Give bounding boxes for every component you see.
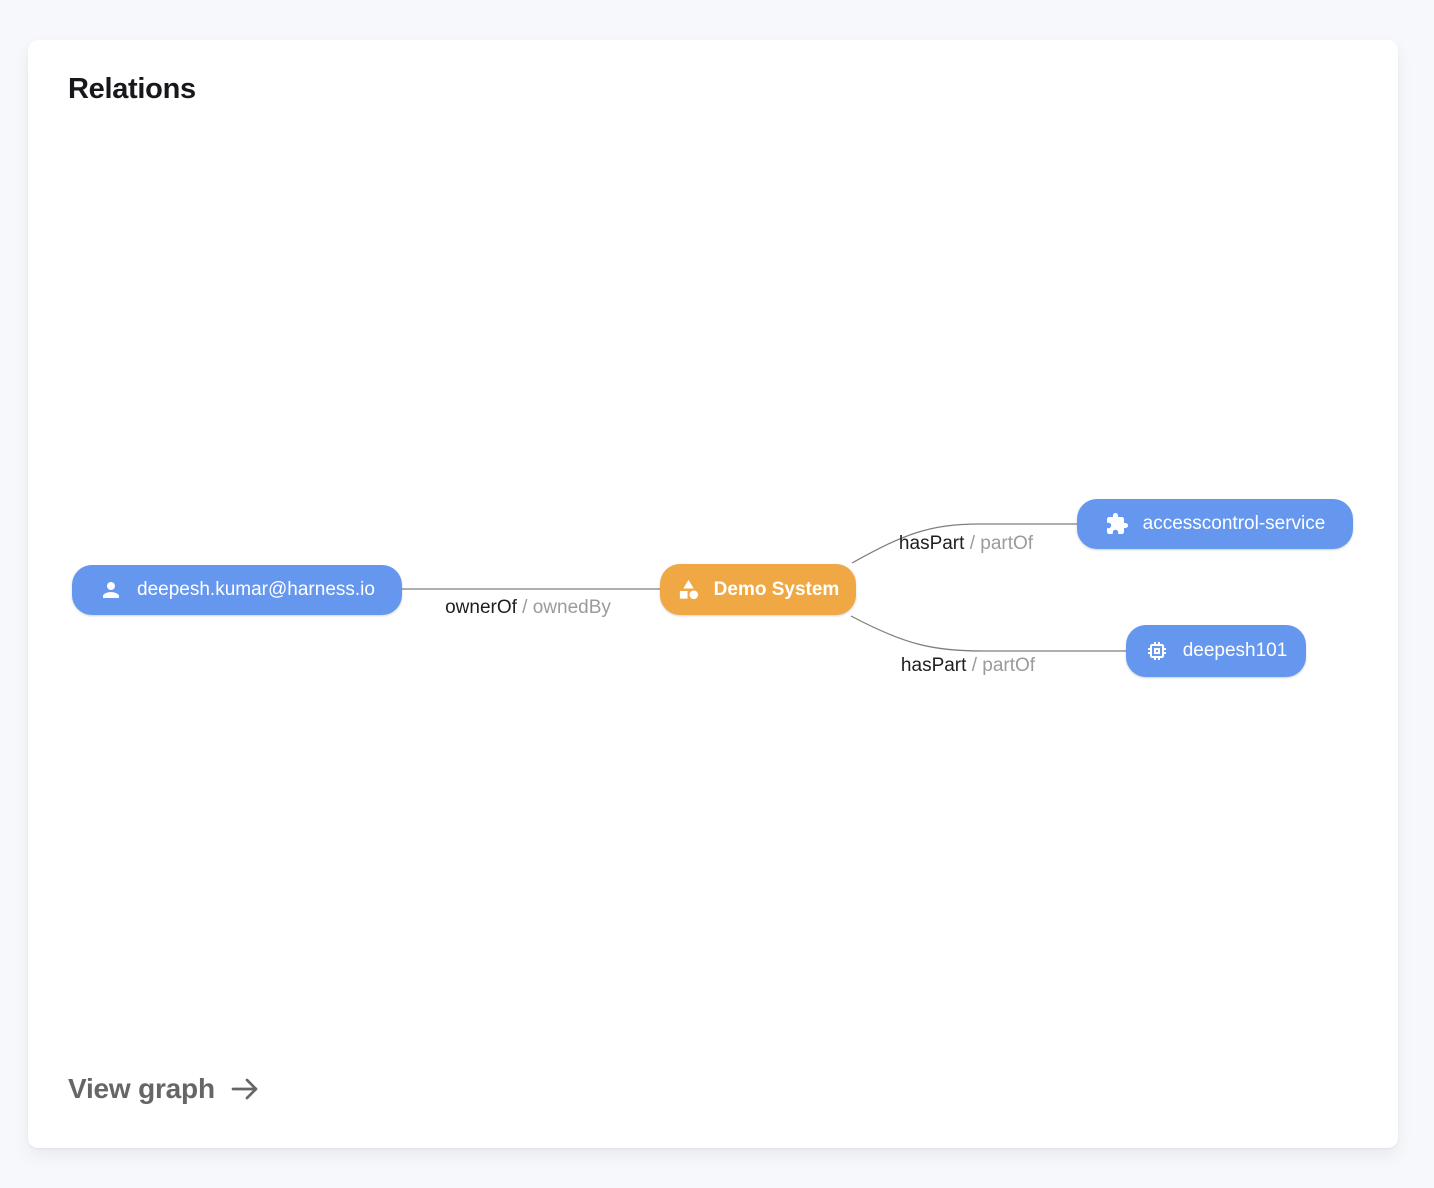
person-icon <box>99 578 123 602</box>
edge-label-separator: / <box>516 597 533 618</box>
edge-label-haspart-bottom: hasPart / partOf <box>901 654 1035 678</box>
arrow-right-icon <box>229 1073 261 1105</box>
node-label: accesscontrol-service <box>1142 513 1326 534</box>
edge-label-primary: hasPart <box>898 533 965 554</box>
node-label: deepesh.kumar@harness.io <box>137 579 375 600</box>
edge-label-ownerof: ownerOf / ownedBy <box>445 596 611 620</box>
page-title: Relations <box>68 73 196 105</box>
edge-label-primary: ownerOf <box>445 597 517 618</box>
edge-label-separator: / <box>964 533 981 554</box>
node-deepesh101[interactable]: deepesh101 <box>1126 625 1306 677</box>
view-graph-label: View graph <box>68 1073 215 1104</box>
edge-system-to-service <box>851 523 1077 564</box>
edge-label-secondary: partOf <box>980 533 1034 554</box>
category-icon <box>677 578 700 601</box>
node-demo-system[interactable]: Demo System <box>660 564 856 615</box>
edges-layer <box>402 523 1126 652</box>
node-label: deepesh101 <box>1182 640 1288 661</box>
view-graph-link[interactable]: View graph <box>68 1073 261 1105</box>
chip-icon <box>1145 639 1169 663</box>
node-user-deepesh-kumar[interactable]: deepesh.kumar@harness.io <box>72 565 402 615</box>
edge-system-to-component <box>850 615 1126 652</box>
edge-label-primary: hasPart <box>900 655 967 676</box>
node-label: Demo System <box>713 578 840 600</box>
edge-label-separator: / <box>966 655 983 676</box>
node-accesscontrol-service[interactable]: accesscontrol-service <box>1077 499 1353 549</box>
relations-card: Relations ownerOf / ownedBy hasPart / pa… <box>28 40 1398 1148</box>
edge-label-secondary: partOf <box>982 655 1036 676</box>
relations-graph: ownerOf / ownedBy hasPart / partOf hasPa… <box>28 40 1398 1148</box>
puzzle-icon <box>1105 512 1129 536</box>
edge-label-haspart-top: hasPart / partOf <box>899 532 1033 556</box>
edge-label-secondary: ownedBy <box>532 597 611 618</box>
